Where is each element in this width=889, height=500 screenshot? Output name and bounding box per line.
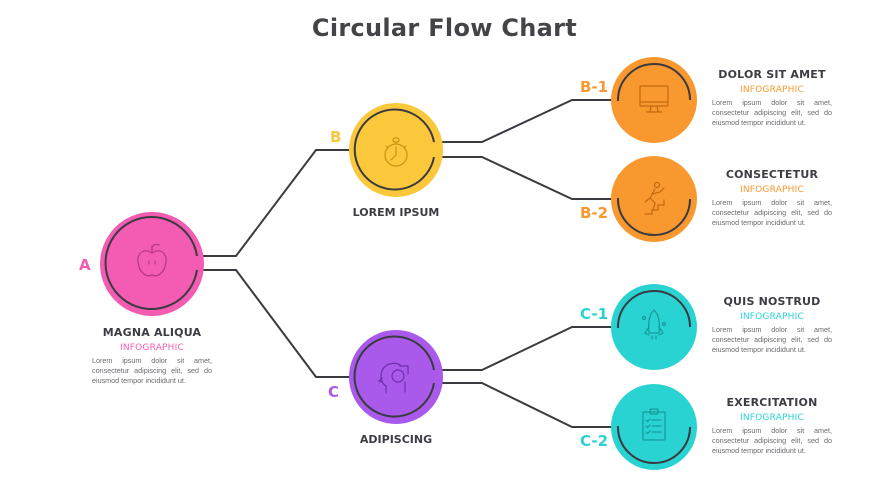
node-b1-circle	[611, 57, 697, 143]
node-a-circle	[100, 212, 204, 316]
node-c1-letter: C-1	[580, 305, 609, 323]
node-a-text-block: MAGNA ALIQUA INFOGRAPHIC Lorem ipsum dol…	[92, 326, 212, 385]
node-c2-circle	[611, 384, 697, 470]
node-c1	[611, 284, 697, 370]
node-c2-letter: C-2	[580, 432, 609, 450]
node-a-letter: A	[79, 256, 91, 274]
chart-title: Circular Flow Chart	[311, 14, 578, 42]
node-a-subheading: INFOGRAPHIC	[119, 343, 184, 353]
rocket-icon	[641, 309, 667, 340]
node-c1-text-block: QUIS NOSTRUD INFOGRAPHIC Lorem ipsum dol…	[712, 295, 832, 354]
node-b2-text-block: CONSECTETUR INFOGRAPHIC Lorem ipsum dolo…	[712, 168, 832, 227]
node-c2-arc	[617, 426, 691, 464]
node-c1-arc	[617, 290, 691, 328]
node-b2-letter: B-2	[580, 204, 609, 222]
node-c-letter: C	[328, 383, 340, 401]
stairs-runner-icon	[644, 181, 665, 215]
node-b-ring	[353, 108, 435, 191]
node-b-letter: B	[330, 128, 342, 146]
head-pie-chart-icon	[377, 362, 409, 394]
node-c1-subheading: INFOGRAPHIC	[739, 312, 804, 322]
node-b1-description: Lorem ipsum dolor sit amet, consectetur …	[712, 98, 832, 127]
stopwatch-icon	[384, 137, 408, 167]
node-c2	[611, 384, 697, 470]
node-b2-arc	[617, 198, 691, 236]
node-c2-text-block: EXERCITATION INFOGRAPHIC Lorem ipsum dol…	[712, 396, 832, 455]
connector-c-c1	[434, 326, 617, 371]
node-b1-letter: B-1	[580, 78, 609, 96]
node-b1-heading: DOLOR SIT AMET	[718, 68, 826, 81]
node-b1-arc	[617, 63, 691, 101]
node-c2-description: Lorem ipsum dolor sit amet, consectetur …	[712, 426, 832, 455]
node-b2-subheading: INFOGRAPHIC	[739, 185, 804, 195]
node-a-ring	[104, 216, 198, 310]
node-a-description: Lorem ipsum dolor sit amet, consectetur …	[92, 356, 212, 385]
node-b1-text-block: DOLOR SIT AMET INFOGRAPHIC Lorem ipsum d…	[712, 68, 832, 127]
node-c-ring	[353, 335, 435, 418]
node-a-heading: MAGNA ALIQUA	[102, 326, 202, 339]
node-b	[349, 103, 443, 197]
connector-b-b1	[434, 99, 617, 143]
node-b2-circle	[611, 156, 697, 242]
node-c	[349, 330, 443, 424]
monitor-icon	[639, 85, 669, 113]
node-b1	[611, 57, 697, 143]
connector-b-b2	[434, 156, 617, 200]
clipboard-checklist-icon	[642, 408, 666, 441]
apple-icon	[137, 243, 167, 277]
node-c1-circle	[611, 284, 697, 370]
node-b2-description: Lorem ipsum dolor sit amet, consectetur …	[712, 198, 832, 227]
node-c1-heading: QUIS NOSTRUD	[723, 295, 821, 308]
node-c1-description: Lorem ipsum dolor sit amet, consectetur …	[712, 325, 832, 354]
node-b2-heading: CONSECTETUR	[725, 168, 819, 181]
node-c2-heading: EXERCITATION	[726, 396, 818, 409]
node-b2	[611, 156, 697, 242]
node-b1-subheading: INFOGRAPHIC	[739, 85, 804, 95]
node-a	[100, 212, 204, 316]
connector-c-c2	[434, 382, 617, 428]
node-c2-subheading: INFOGRAPHIC	[739, 413, 804, 423]
node-b-label: LOREM IPSUM	[352, 206, 440, 219]
node-c-circle	[349, 330, 443, 424]
connector-a-b	[197, 149, 360, 257]
node-c-label: ADIPISCING	[359, 433, 433, 446]
connector-a-c	[197, 269, 360, 378]
